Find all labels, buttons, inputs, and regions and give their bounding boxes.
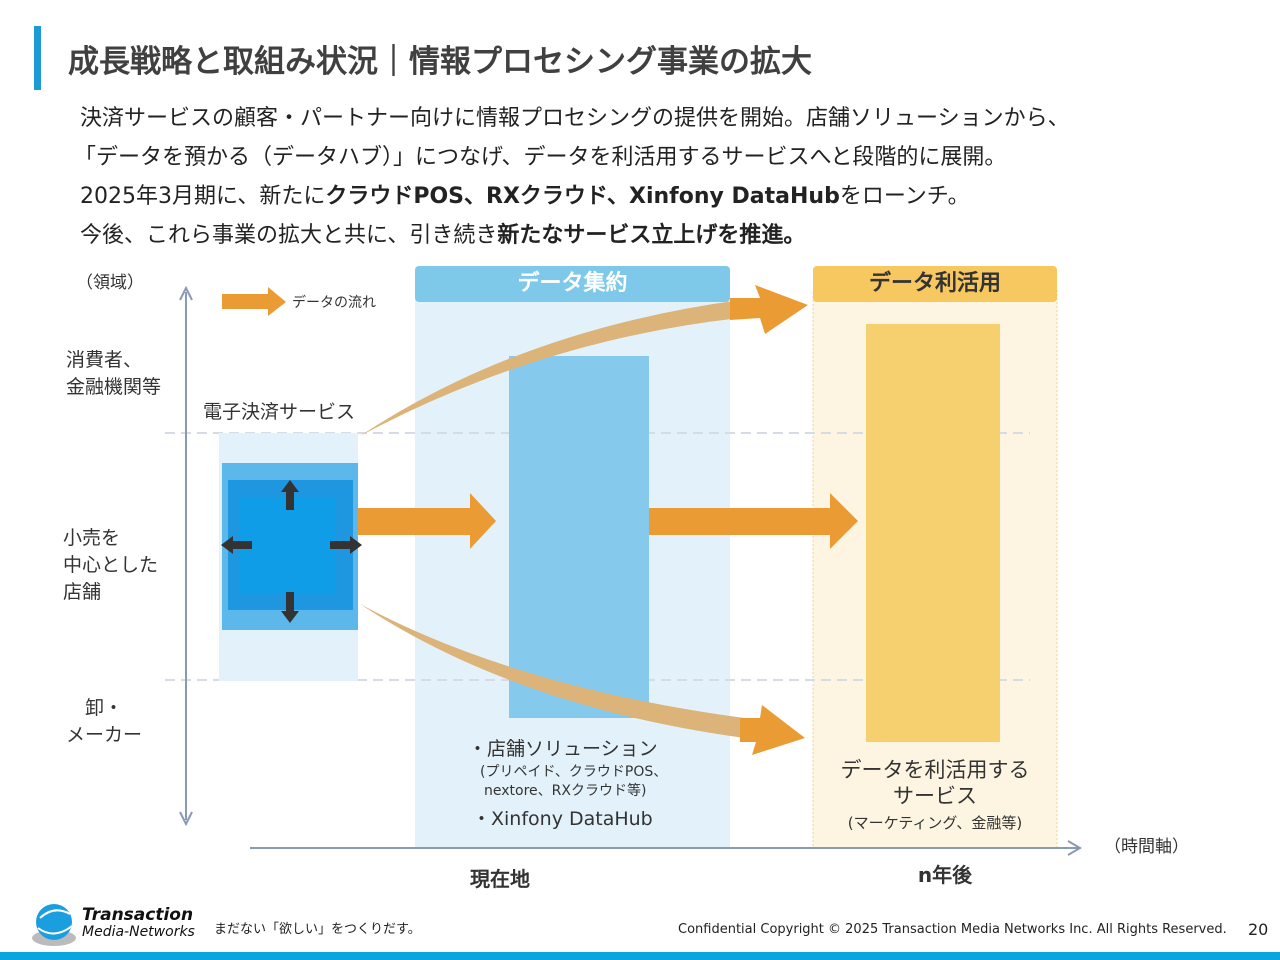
col2-bar — [866, 324, 1000, 742]
lead-highlight: 新たなサービス立上げを推進。 — [497, 223, 806, 248]
col1-item-store-sub2: nextore、RXクラウド等) — [484, 783, 647, 799]
legend-arrow-icon — [222, 287, 286, 316]
payment-service-label: 電子決済サービス — [203, 401, 356, 423]
flow-arrow-to-col2 — [649, 493, 858, 549]
col2-text-line1: データを利活用する — [840, 758, 1030, 782]
lead-highlight: クラウドPOS、RXクラウド、Xinfony DataHub — [325, 184, 840, 209]
x-tick-n-years: n年後 — [917, 863, 973, 887]
company-logo-globe-icon — [32, 904, 76, 946]
page-title: 成長戦略と取組み状況｜情報プロセシング事業の拡大 — [68, 44, 812, 80]
flow-lower-curve — [360, 604, 760, 740]
logo-text-line2: Media-Networks — [82, 924, 195, 940]
lead-text: をローンチ。 — [839, 184, 970, 209]
col1-item-datahub: ・Xinfony DataHub — [472, 808, 653, 830]
page-number: 20 — [1248, 920, 1269, 939]
domain-consumer: 消費者、 金融機関等 — [66, 349, 162, 398]
col2-subtext: (マーケティング、金融等) — [847, 814, 1023, 832]
footer-bar — [0, 952, 1280, 960]
col1-bar — [509, 356, 649, 718]
col1-item-store-sub1: (プリペイド、クラウドPOS、 — [480, 764, 668, 780]
x-axis-arrow — [1067, 840, 1082, 856]
flow-upper-arrowhead — [730, 285, 808, 334]
y-axis-arrow-down — [179, 811, 193, 827]
lead-line-3: 2025年3月期に、新たにクラウドPOS、RXクラウド、Xinfony Data… — [80, 178, 970, 210]
col1-item-store: ・店舗ソリューション — [468, 738, 658, 760]
lead-line-1: 決済サービスの顧客・パートナー向けに情報プロセシングの提供を開始。店舗ソリューシ… — [80, 106, 1070, 131]
title-accent-bar — [34, 26, 41, 90]
x-tick-now: 現在地 — [470, 867, 530, 891]
payment-icon-inner — [240, 497, 336, 593]
flow-lower-arrowhead — [740, 705, 805, 755]
domain-retail: 小売を 中心とした 店舗 — [63, 527, 159, 603]
expand-arrows-icon — [221, 480, 362, 623]
domain-maker: 卸・ メーカー — [66, 697, 143, 746]
copyright: Confidential Copyright © 2025 Transactio… — [678, 922, 1227, 937]
logo-text-line1: Transaction — [82, 905, 194, 925]
legend-label: データの流れ — [292, 295, 376, 311]
flow-upper-curve — [360, 300, 740, 436]
flow-arrow-to-col1 — [358, 493, 496, 549]
lead-line-4: 今後、これら事業の拡大と共に、引き続き新たなサービス立上げを推進。 — [80, 217, 805, 249]
col2-header: データ利活用 — [813, 266, 1057, 302]
lead-line-2: 「データを預かる（データハブ）」につなげ、データを利活用するサービスへと段階的に… — [74, 145, 1007, 170]
x-axis-label: （時間軸） — [1104, 837, 1189, 857]
y-axis-arrow-up — [179, 285, 193, 301]
y-axis-label: （領域） — [76, 273, 144, 293]
lead-text: 今後、これら事業の拡大と共に、引き続き — [80, 223, 498, 248]
col1-header: データ集約 — [415, 266, 730, 302]
lead-text: 2025年3月期に、新たに — [80, 184, 326, 209]
col2-text-line2: サービス — [893, 784, 977, 808]
tagline: まだない「欲しい」をつくりだす。 — [214, 922, 421, 937]
